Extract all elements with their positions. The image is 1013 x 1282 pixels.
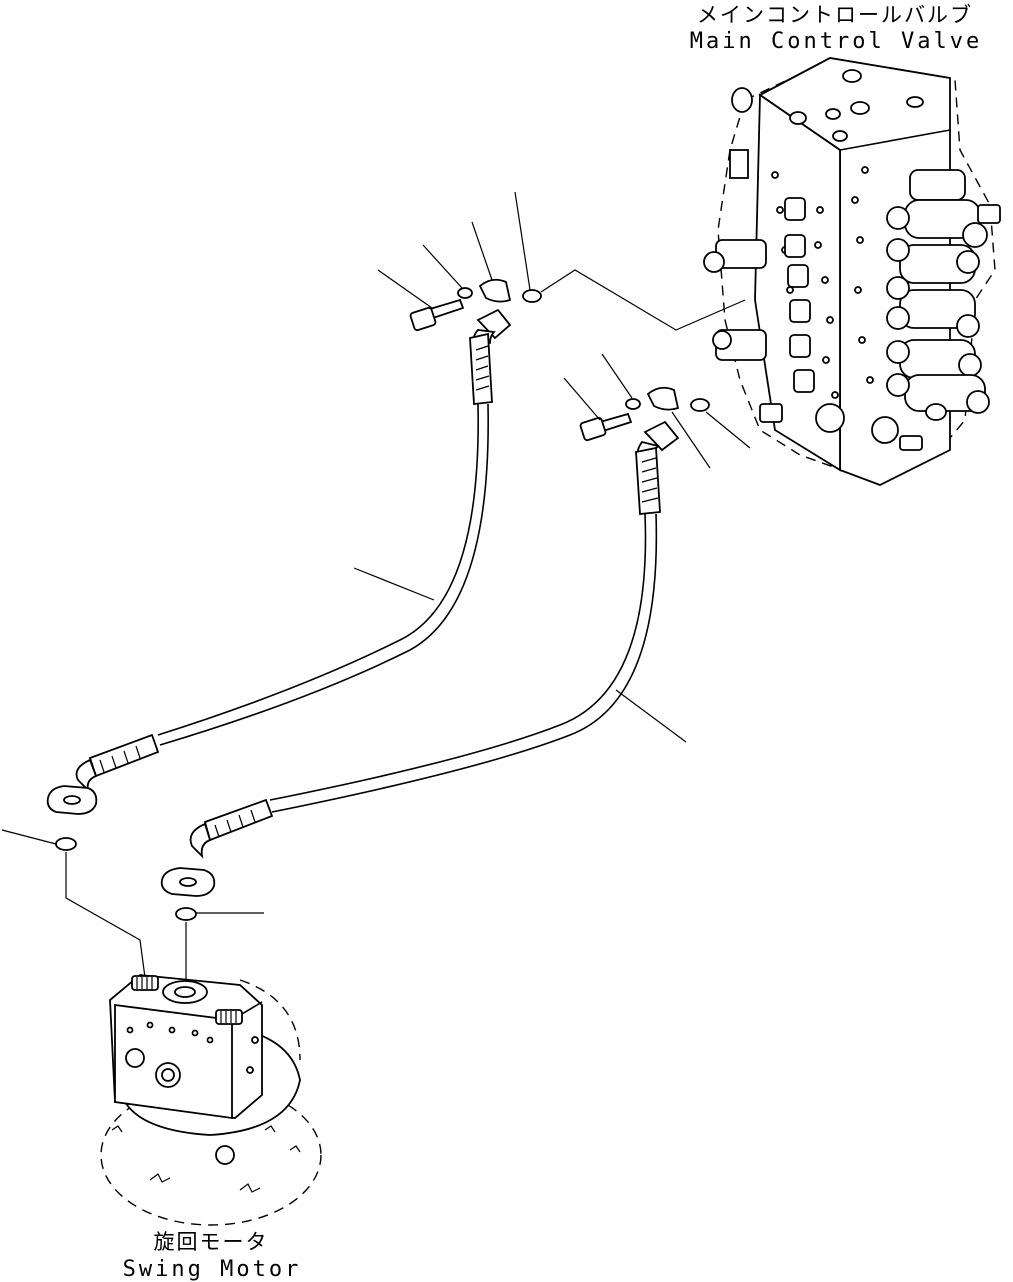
swing-motor-drawing xyxy=(100,974,322,1226)
hose-assembly-2 xyxy=(160,386,710,921)
split-flange-2 xyxy=(646,386,680,411)
flange-bolt-2 xyxy=(579,412,633,442)
o-ring-lower-1 xyxy=(55,837,77,851)
o-ring-1 xyxy=(522,289,542,303)
washer-2 xyxy=(625,398,641,410)
swing-motor-label-en: Swing Motor xyxy=(123,1257,302,1282)
hose-assembly-1 xyxy=(46,278,542,851)
swing-motor-label-jp: 旋回モータ xyxy=(154,1230,269,1254)
o-ring-2 xyxy=(690,398,710,412)
solenoid-stack xyxy=(886,169,1001,414)
split-flange-1 xyxy=(478,278,512,303)
main-control-valve-drawing xyxy=(703,57,1001,486)
main-control-valve-label-en: Main Control Valve xyxy=(690,29,982,54)
valve-port-holes xyxy=(771,166,874,399)
flange-bolt-1 xyxy=(409,298,465,332)
main-control-valve-label-jp: メインコントロールバルブ xyxy=(697,3,973,27)
o-ring-lower-2 xyxy=(175,907,197,921)
washer-1 xyxy=(457,287,473,299)
